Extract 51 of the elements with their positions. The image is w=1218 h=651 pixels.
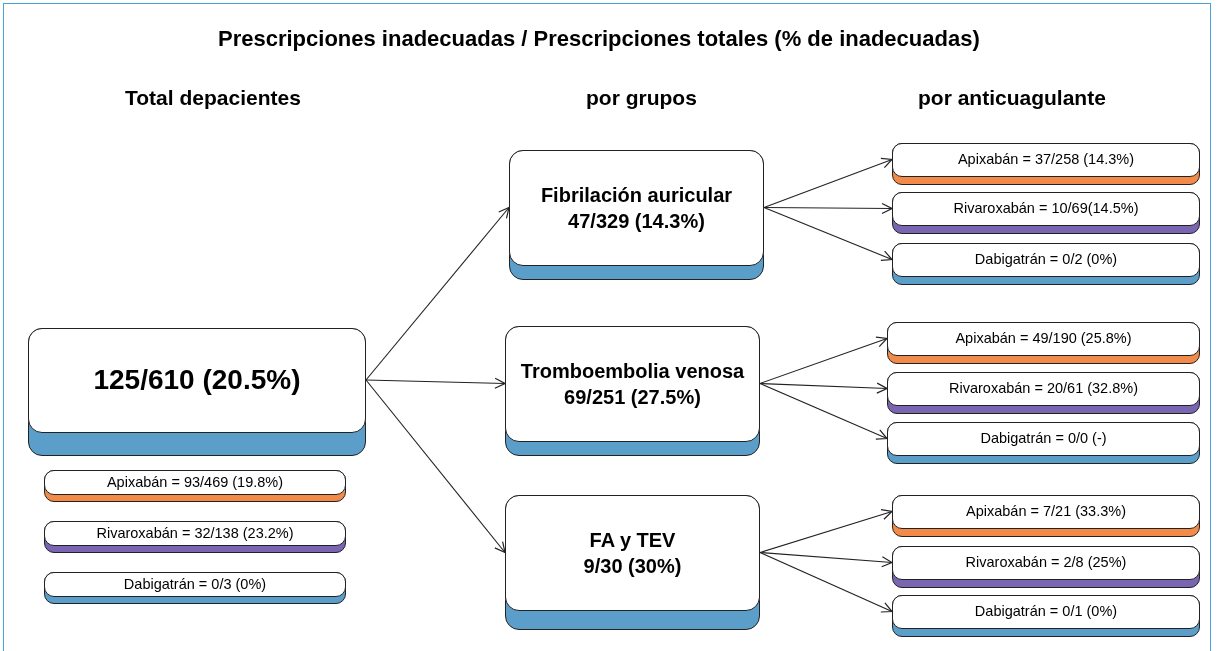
arrow <box>365 379 506 554</box>
drug-card <box>892 595 1200 637</box>
diagram-title: Prescripciones inadecuadas / Prescripciones totales (% de inadecuadas) <box>218 26 980 52</box>
drug-card <box>892 143 1200 185</box>
drug-card <box>892 243 1200 285</box>
drug-ratio: Apixabán = 93/469 (19.8%) <box>105 472 285 492</box>
drug-ratio: Dabigatrán = 0/3 (0%) <box>122 574 268 594</box>
drug-card <box>44 572 346 604</box>
arrow <box>763 202 893 214</box>
drug-card <box>892 192 1200 234</box>
ratio-text: 47/329 (14.3%) <box>567 208 706 234</box>
group-name: FA y TEV <box>588 527 677 553</box>
arrow <box>365 206 510 381</box>
group-card <box>505 495 760 630</box>
total-card <box>28 328 366 456</box>
drug-card <box>887 322 1200 364</box>
drug-card <box>44 470 346 502</box>
column-header: Total depacientes <box>125 86 301 110</box>
arrow <box>763 206 893 261</box>
ratio-text: 69/251 (27.5%) <box>563 384 702 410</box>
drug-card <box>892 495 1200 537</box>
arrow <box>365 377 506 389</box>
group-name: Tromboembolia venosa <box>519 358 746 384</box>
ratio-text: 125/610 (20.5%) <box>92 363 302 398</box>
arrow <box>759 382 888 394</box>
drug-ratio: Rivaroxabán = 20/61 (32.8%) <box>948 379 1139 399</box>
arrow <box>759 509 893 554</box>
drug-ratio: Dabigatrán = 0/0 (-) <box>979 429 1108 449</box>
drug-ratio: Rivaroxabán = 32/138 (23.2%) <box>95 523 295 543</box>
drug-ratio: Rivaroxabán = 2/8 (25%) <box>964 553 1128 573</box>
drug-ratio: Dabigatrán = 0/2 (0%) <box>973 250 1119 270</box>
arrow <box>763 157 893 209</box>
arrow <box>759 382 888 440</box>
drug-card <box>892 546 1200 588</box>
column-header: por anticuagulante <box>918 86 1106 110</box>
arrow <box>759 336 888 385</box>
group-card <box>509 150 764 280</box>
drug-ratio: Rivaroxabán = 10/69(14.5%) <box>952 199 1140 219</box>
drug-card <box>887 372 1200 414</box>
group-card <box>505 326 760 456</box>
arrow <box>759 551 893 568</box>
drug-card <box>887 422 1200 464</box>
group-name: Fibrilación auricular <box>539 182 734 208</box>
drug-ratio: Apixabán = 37/258 (14.3%) <box>956 150 1136 170</box>
drug-ratio: Dabigatrán = 0/1 (0%) <box>973 602 1119 622</box>
drug-card <box>44 521 346 553</box>
column-header: por grupos <box>586 86 697 110</box>
drug-ratio: Apixabán = 7/21 (33.3%) <box>965 502 1127 522</box>
arrow <box>759 551 893 613</box>
ratio-text: 9/30 (30%) <box>582 553 683 579</box>
drug-ratio: Apixabán = 49/190 (25.8%) <box>954 329 1133 349</box>
